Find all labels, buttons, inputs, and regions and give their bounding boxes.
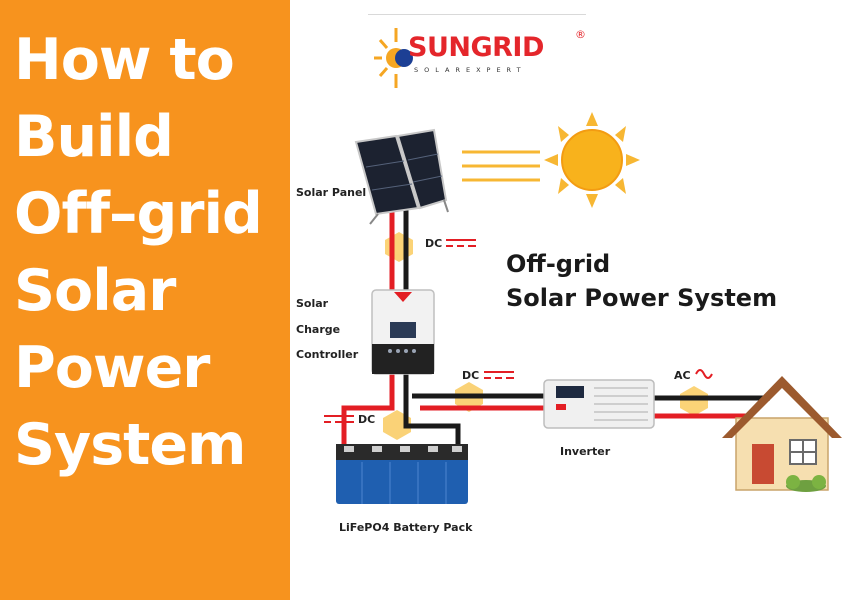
label-ac: AC xyxy=(674,369,691,382)
house-icon xyxy=(722,376,842,492)
headline: How to Build Off–grid Solar Power System xyxy=(14,22,263,484)
charge-controller-icon xyxy=(371,289,435,375)
logo-tagline: SOLAREXPERT xyxy=(414,66,527,74)
label-battery: LiFePO4 Battery Pack xyxy=(339,521,473,534)
flow-marker-ac xyxy=(680,386,708,416)
logo-name: SUNGRID xyxy=(408,32,544,63)
label-controller-2: Charge xyxy=(296,323,340,336)
wire-battery-negative xyxy=(403,372,461,444)
label-dc-top: DC xyxy=(425,237,442,250)
inverter-icon xyxy=(543,379,655,429)
diagram-title-line-1: Off-grid xyxy=(506,250,610,278)
solar-panel-icon xyxy=(354,128,449,225)
label-solar-panel: Solar Panel xyxy=(296,186,366,199)
headline-line-6: System xyxy=(14,412,246,478)
flow-marker-panel xyxy=(385,232,413,262)
logo-sun-icon xyxy=(374,28,413,88)
wire-battery-positive xyxy=(341,372,395,444)
headline-line-5: Power xyxy=(14,335,210,401)
label-dc-middle: DC xyxy=(462,369,479,382)
sunlight-arrows xyxy=(462,150,540,182)
logo-registered: ® xyxy=(575,28,586,41)
label-controller-1: Solar xyxy=(296,297,329,310)
left-banner: How to Build Off–grid Solar Power System xyxy=(0,0,290,600)
headline-line-1: How to xyxy=(14,27,235,93)
battery-icon xyxy=(336,444,468,504)
headline-line-2: Build xyxy=(14,104,174,170)
ac-wave-symbol xyxy=(695,369,713,379)
diagram-title-line-2: Solar Power System xyxy=(506,284,777,312)
sungrid-logo: SUNGRID ® SOLAREXPERT xyxy=(370,22,600,92)
label-dc-left: DC xyxy=(358,413,375,426)
headline-line-4: Solar xyxy=(14,258,176,324)
logo-divider xyxy=(368,14,586,15)
label-controller-3: Controller xyxy=(296,348,359,361)
dc-symbols xyxy=(324,239,514,423)
sun-icon xyxy=(544,112,640,208)
label-inverter: Inverter xyxy=(560,445,611,458)
headline-line-3: Off–grid xyxy=(14,181,263,247)
